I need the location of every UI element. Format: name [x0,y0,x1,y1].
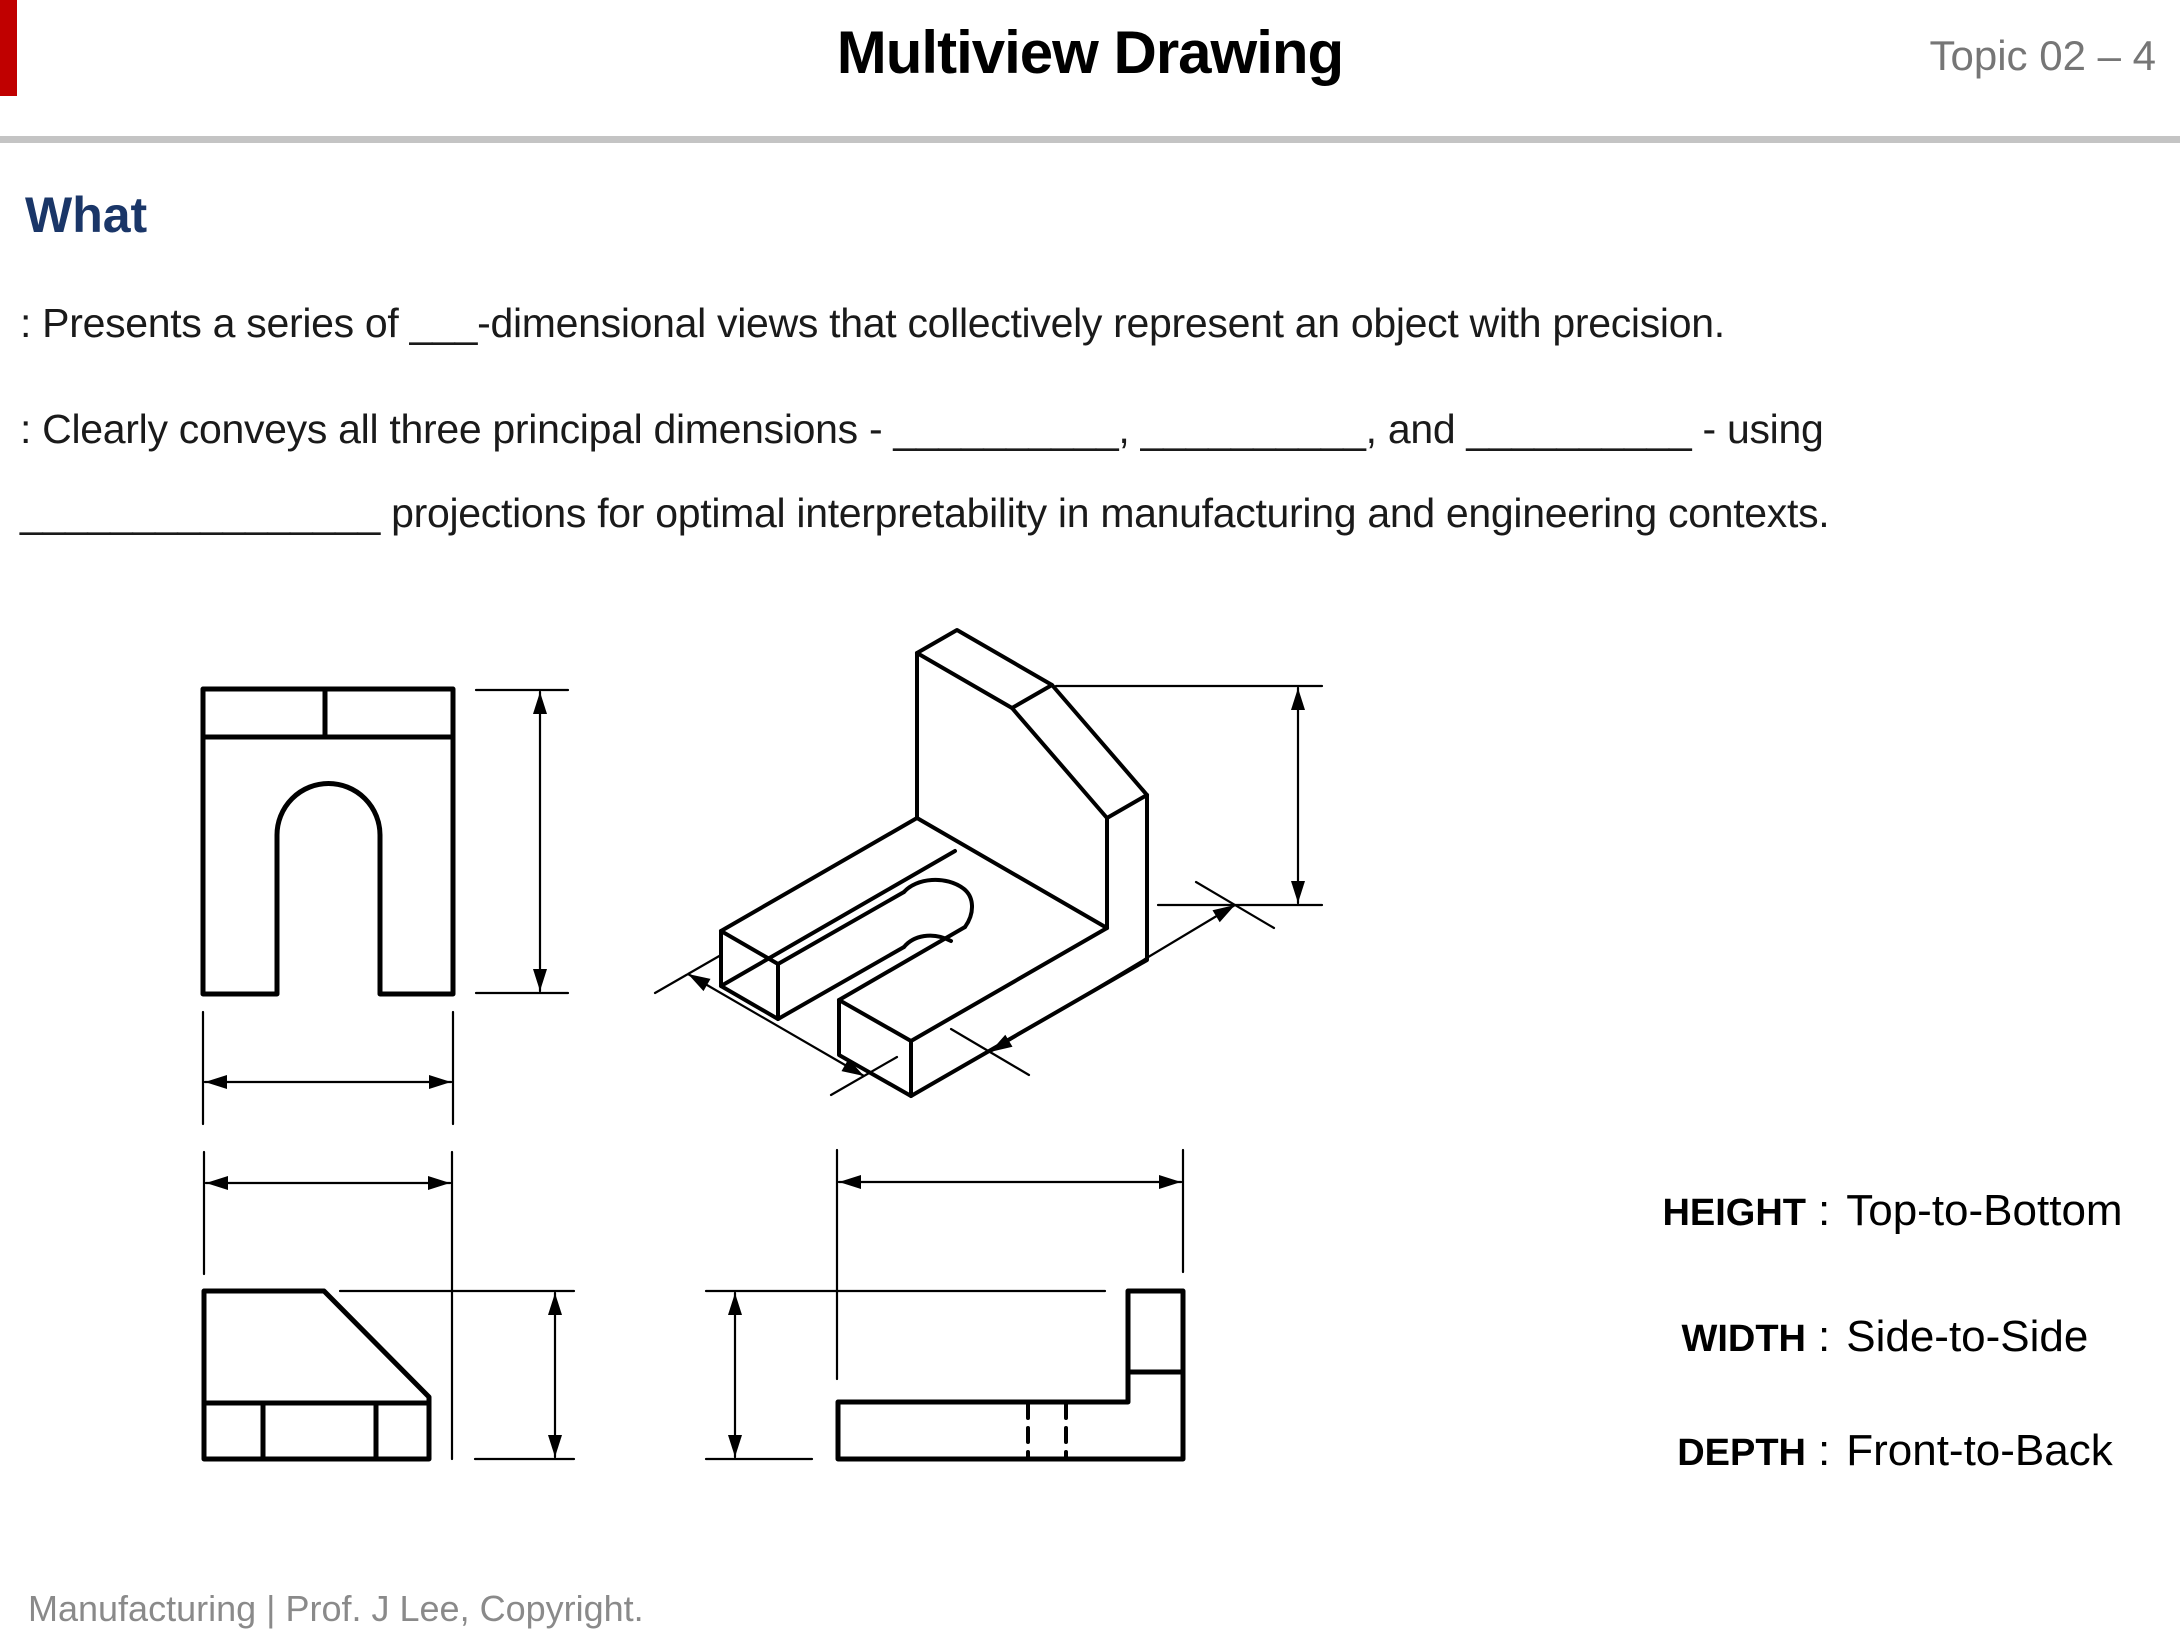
legend-colon: : [1818,1312,1831,1361]
legend-term-depth: DEPTH [1677,1432,1806,1474]
iso-chamfer-face [1010,683,1149,820]
end-view-outline [835,1288,1186,1462]
front-view-outline [200,686,456,997]
iso-slot-top-arc [902,877,974,929]
front-view-width-dimension [201,1010,455,1126]
side-view-drawing [201,1150,576,1462]
end-view-height-dimension [704,1289,1107,1461]
iso-width-dimension [653,953,899,1097]
iso-base-top-left-edge [719,816,919,933]
end-view-drawing [704,1148,1186,1462]
legend-def-height: Top-to-Bottom [1846,1186,2123,1235]
iso-bottom-left-edge [719,849,957,988]
footer-credit: Manufacturing | Prof. J Lee, Copyright. [28,1588,644,1629]
front-view-drawing [200,686,570,1126]
topic-number: Topic 02 – 4 [1929,32,2157,79]
end-view-hidden-lines [1026,1402,1068,1461]
iso-base-top-right-edge [909,926,1109,1043]
slide-title: Multiview Drawing [836,19,1344,86]
iso-left-prong-end [719,929,780,1021]
iso-slot-right-edge [837,925,967,1002]
iso-right-prong-end [837,998,913,1098]
side-view-depth-dimension [202,1150,454,1461]
iso-height-dimension [1054,684,1324,907]
legend-colon: : [1818,1426,1831,1475]
iso-slot-left-edges [776,890,906,1021]
end-view-width-dimension [835,1148,1185,1381]
iso-wall-top-face [915,628,1054,710]
accent-bar [0,0,17,96]
iso-depth-dimension [949,880,1276,1077]
legend-row-depth: DEPTH : Front-to-Back [1640,1426,2180,1476]
front-view-inner-edges [200,686,456,740]
body-line-1: : Presents a series of ___-dimensional v… [20,300,1725,346]
legend-def-depth: Front-to-Back [1846,1426,2113,1475]
section-heading: What [25,187,148,243]
legend-term-width: WIDTH [1681,1318,1806,1360]
iso-slot-bottom-arc [902,933,953,949]
header-divider [0,136,2180,143]
body-line-3: ________________ projections for optimal… [20,490,1830,536]
legend-term-height: HEIGHT [1662,1192,1806,1234]
front-view-height-dimension [474,688,570,995]
isometric-view-drawing [653,628,1324,1098]
iso-right-silhouette [909,793,1149,1098]
side-view-inner-edges [201,1400,432,1462]
side-view-height-dimension [338,1289,576,1461]
legend-row-height: HEIGHT : Top-to-Bottom [1640,1186,2180,1236]
legend-def-width: Side-to-Side [1846,1312,2089,1361]
body-line-2: : Clearly conveys all three principal di… [20,406,1824,452]
iso-wall-front-face [915,651,1109,930]
side-view-outline [201,1288,432,1462]
legend-colon: : [1818,1186,1831,1235]
legend-row-width: WIDTH : Side-to-Side [1640,1312,2180,1362]
